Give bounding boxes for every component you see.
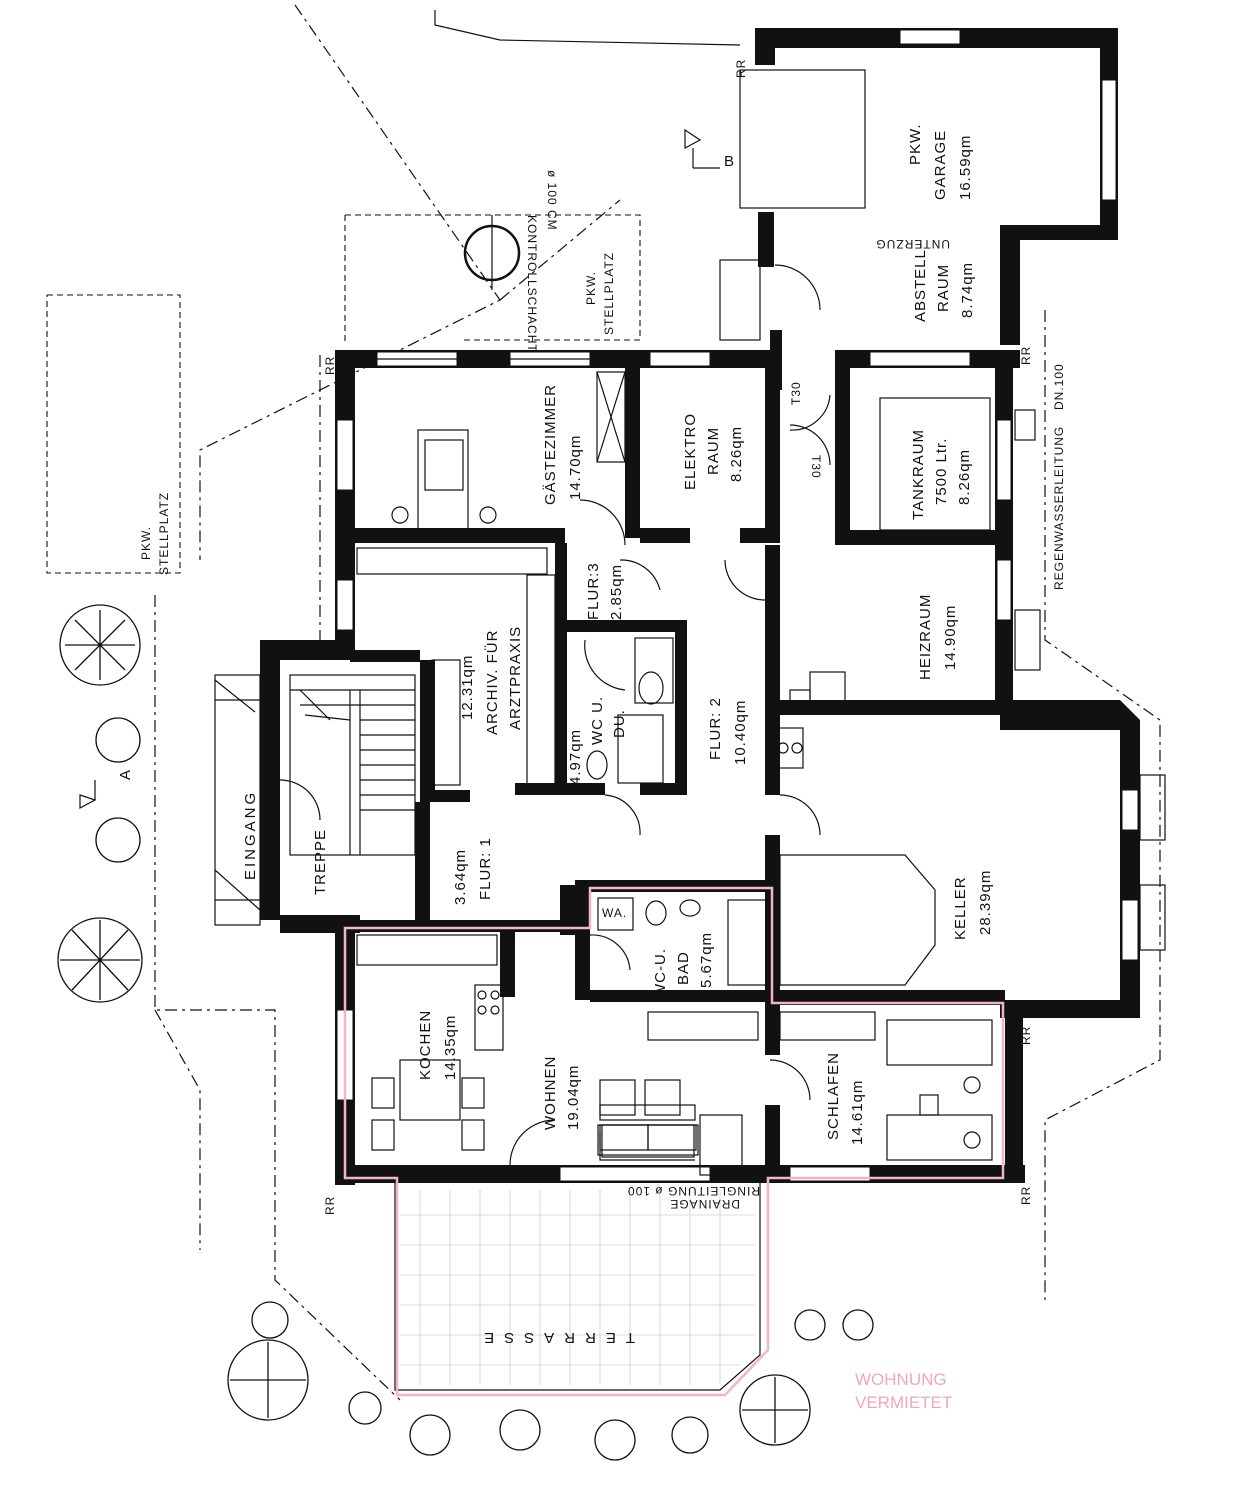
keller-label: KELLER bbox=[952, 876, 969, 940]
garage-label-line1: PKW. bbox=[907, 123, 924, 165]
elektro-area: 8.26qm bbox=[728, 426, 745, 482]
wcbad-wa: WA. bbox=[602, 906, 627, 920]
garage-area: 16.59qm bbox=[957, 135, 974, 200]
garage-car bbox=[739, 69, 866, 209]
wohnen-label: WOHNEN bbox=[542, 1056, 559, 1130]
wcbad-area: 5.67qm bbox=[698, 932, 715, 988]
elektro-label-line2: RAUM bbox=[705, 427, 722, 475]
wohnung-label-line1: WOHNUNG bbox=[855, 1370, 947, 1389]
t30-label-1: T30 bbox=[789, 381, 803, 405]
wcbad-label-line1: WC-U. bbox=[652, 948, 669, 998]
terrace bbox=[394, 1183, 761, 1391]
kochen-label: KOCHEN bbox=[417, 1010, 434, 1080]
regenwasser-dn: DN.100 bbox=[1052, 363, 1066, 410]
wcbad-label-line2: BAD bbox=[675, 951, 692, 985]
schlafen-label: SCHLAFEN bbox=[825, 1052, 842, 1140]
t30-label-2: T30 bbox=[809, 455, 823, 479]
staircase bbox=[289, 674, 416, 856]
rr-label-1: RR bbox=[734, 59, 748, 78]
archiv-area: 12.31qm bbox=[459, 655, 476, 720]
wcdu-label-line2: DU. bbox=[611, 709, 628, 738]
section-markers bbox=[79, 128, 720, 809]
tankraum-capacity: 7500 Ltr. bbox=[933, 438, 950, 505]
wohnen-area: 19.04qm bbox=[565, 1065, 582, 1130]
flur1-area: 3.64qm bbox=[452, 849, 469, 905]
rented-apartment-outline bbox=[343, 886, 1005, 1397]
tankraum-area: 8.26qm bbox=[956, 449, 973, 505]
doors bbox=[279, 264, 831, 1166]
heizraum-area: 14.90qm bbox=[942, 605, 959, 670]
gaestezimmer-label: GÄSTEZIMMER bbox=[542, 384, 559, 505]
section-a-label: A bbox=[117, 769, 134, 780]
rr-label-5: RR bbox=[1019, 1026, 1033, 1045]
trees bbox=[57, 604, 874, 1461]
abstellraum-area: 8.74qm bbox=[959, 262, 976, 318]
flur3-label: FLUR:3 bbox=[585, 562, 602, 620]
rr-label-3: RR bbox=[323, 356, 337, 375]
drainage-label: DRAINAGE bbox=[669, 1197, 740, 1211]
entrance-steps bbox=[214, 674, 261, 926]
t30-label-3: T30 bbox=[767, 585, 781, 609]
room-labels: PKW. GARAGE 16.59qm ABSTELL- RAUM 8.74qm… bbox=[312, 123, 994, 1346]
schlafen-area: 14.61qm bbox=[849, 1080, 866, 1145]
rr-label-6: RR bbox=[1019, 1186, 1033, 1205]
stellplatz-left-line2: STELLPLATZ bbox=[157, 492, 171, 575]
keller-area: 28.39qm bbox=[977, 870, 994, 935]
flur2-area: 10.40qm bbox=[732, 700, 749, 765]
wohnung-label-line2: VERMIETET bbox=[855, 1393, 952, 1412]
ringleitung-label: RINGLEITUNG ø 100 bbox=[627, 1184, 760, 1198]
wcdu-area: 4.97qm bbox=[567, 729, 584, 785]
kontrollschacht-size: ø 100 CM bbox=[545, 170, 559, 231]
flur2-label: FLUR: 2 bbox=[707, 697, 724, 760]
eingang-label: EINGANG bbox=[242, 790, 259, 880]
abstellraum-label-line2: RAUM bbox=[935, 264, 952, 312]
flur3-area: 2.85qm bbox=[608, 564, 625, 620]
annotation-labels: EINGANG UNTERZUG REGENWASSERLEITUNG DN.1… bbox=[117, 59, 1121, 1412]
tankraum-label: TANKRAUM bbox=[910, 429, 927, 520]
gaestezimmer-area: 14.70qm bbox=[567, 435, 584, 500]
elektro-label-line1: ELEKTRO bbox=[682, 413, 699, 490]
stellplatz-left: PKW. STELLPLATZ bbox=[46, 294, 181, 575]
kontrollschacht: KONTROLLSCHACHT ø 100 CM bbox=[463, 170, 559, 353]
stellplatz-top-line2: STELLPLATZ bbox=[602, 252, 616, 335]
heizraum-label: HEIZRAUM bbox=[917, 594, 934, 680]
stellplatz-top-line1: PKW. bbox=[584, 271, 598, 305]
garage-label-line2: GARAGE bbox=[932, 130, 949, 200]
archiv-label-line1: ARCHIV. FÜR bbox=[483, 630, 501, 735]
wcdu-label-line1: WC U. bbox=[589, 696, 606, 745]
abstellraum-label-line1: ABSTELL- bbox=[912, 243, 929, 322]
stellplatz-top: PKW. STELLPLATZ bbox=[584, 252, 616, 335]
section-b-label: B bbox=[724, 153, 735, 170]
stellplatz-left-line1: PKW. bbox=[139, 526, 153, 560]
kontrollschacht-label: KONTROLLSCHACHT bbox=[525, 215, 539, 353]
flur1-label: FLUR: 1 bbox=[477, 837, 494, 900]
regenwasser-label: REGENWASSERLEITUNG bbox=[1052, 426, 1066, 590]
windows bbox=[336, 29, 1166, 1182]
kochen-area: 14.35qm bbox=[442, 1015, 459, 1080]
rr-label-7: RR bbox=[323, 1196, 337, 1215]
terrasse-label: TERRASSE bbox=[474, 1329, 635, 1346]
treppe-label: TREPPE bbox=[312, 829, 329, 895]
rr-label-4: RR bbox=[1019, 346, 1033, 365]
archiv-label-line2: ARZTPRAXIS bbox=[507, 626, 524, 730]
rr-label-2: RR bbox=[1107, 59, 1121, 78]
unterzug-label: UNTERZUG bbox=[875, 237, 950, 251]
furniture bbox=[356, 371, 993, 1176]
